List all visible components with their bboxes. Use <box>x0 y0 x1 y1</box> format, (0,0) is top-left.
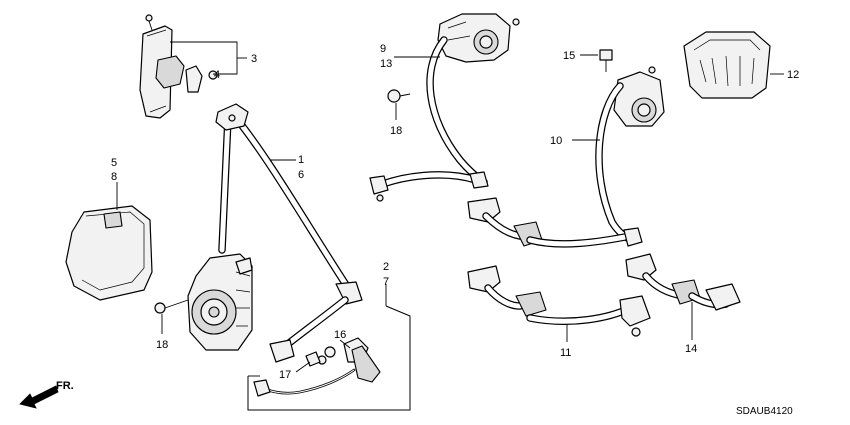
callout-16-leader <box>339 339 351 349</box>
rear-outer-belt-left-part <box>369 13 520 202</box>
callout-13: 13 <box>380 58 392 70</box>
callout-11: 11 <box>560 347 571 359</box>
callout-3-4-leader <box>170 41 247 75</box>
diagram-code: SDAUB4120 <box>736 406 793 417</box>
front-direction-label: FR. <box>56 380 74 392</box>
callout-8: 8 <box>111 171 117 183</box>
belt-cover-part <box>65 205 153 301</box>
front-buckle-part <box>253 337 381 397</box>
callout-7: 7 <box>383 276 389 288</box>
rear-buckle-set-right-part <box>625 253 741 311</box>
buckle-box <box>247 284 411 411</box>
callout-17: 17 <box>279 369 291 381</box>
callout-9: 9 <box>380 43 386 55</box>
callout-4: 4 <box>214 69 220 81</box>
pillar-cover-part <box>139 14 218 119</box>
cup-cover-part <box>683 31 771 99</box>
callout-6: 6 <box>298 169 304 181</box>
bolt-part <box>599 49 613 72</box>
bolt-part <box>154 299 189 314</box>
callout-1: 1 <box>298 154 304 166</box>
rear-buckle-set-left-part <box>467 265 651 337</box>
callout-14: 14 <box>685 343 697 355</box>
callout-17-leader <box>295 361 311 373</box>
callout-18a: 18 <box>156 339 168 351</box>
front-direction-arrow-icon <box>19 385 59 409</box>
front-seat-belt-part <box>187 103 363 363</box>
callout-2: 2 <box>383 261 389 273</box>
callout-16: 16 <box>334 329 346 341</box>
callout-18b: 18 <box>390 125 402 137</box>
callout-5: 5 <box>111 157 117 169</box>
callout-10: 10 <box>550 135 562 147</box>
callout-12: 12 <box>787 69 799 81</box>
rear-center-belt-part <box>526 66 665 248</box>
bolt-part <box>387 89 411 103</box>
callout-15: 15 <box>563 50 575 62</box>
callout-3: 3 <box>251 53 257 65</box>
